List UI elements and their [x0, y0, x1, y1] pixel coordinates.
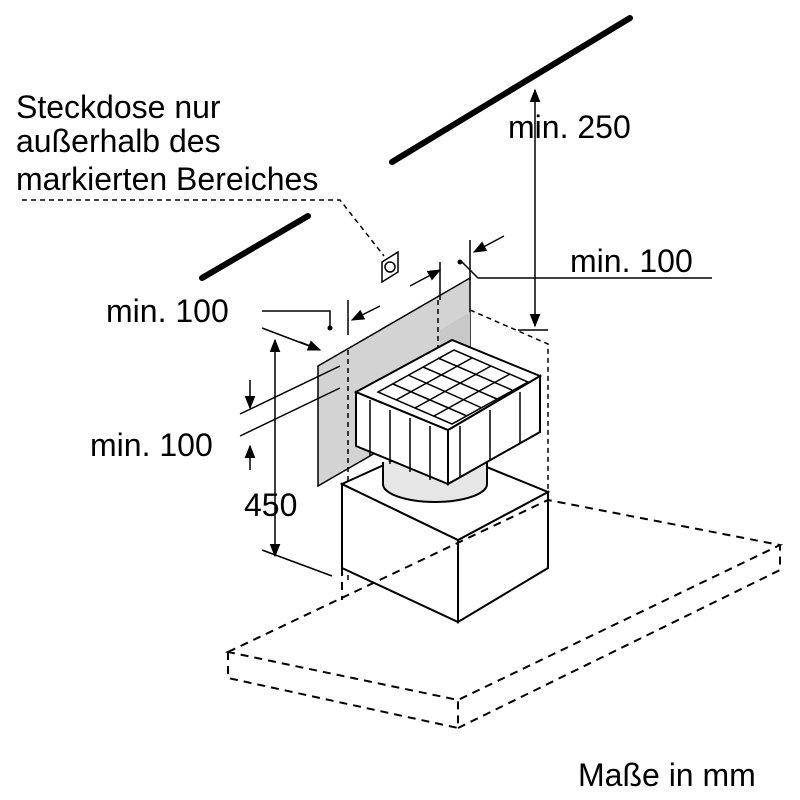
- min-100-right-label: min. 100: [570, 243, 693, 279]
- min-100-left-label: min. 100: [106, 293, 229, 329]
- socket-icon: [381, 250, 399, 284]
- dim-100-right-leader: [461, 261, 712, 279]
- dim-100-right-arrow: [472, 235, 505, 253]
- dim-450-label: 450: [244, 487, 297, 523]
- filter-side-bars: [369, 392, 521, 480]
- ceiling-line-lower: [199, 213, 311, 281]
- hood-side: [457, 545, 781, 729]
- socket-label-line2: außerhalb des: [16, 123, 221, 159]
- filter-grid: [376, 349, 530, 425]
- hood-front: [227, 652, 459, 730]
- ceiling-line-upper: [389, 15, 633, 165]
- socket-label-line3: markierten Bereiches: [16, 161, 318, 197]
- min-250-label: min. 250: [508, 109, 631, 145]
- dim-100-left-leader: [262, 310, 331, 328]
- units-label: Maße in mm: [578, 757, 756, 793]
- min-100-mid-label: min. 100: [90, 427, 213, 463]
- socket-leader: [22, 199, 385, 257]
- socket-label-line1: Steckdose nur: [16, 89, 221, 125]
- space-frame-top: [469, 309, 549, 500]
